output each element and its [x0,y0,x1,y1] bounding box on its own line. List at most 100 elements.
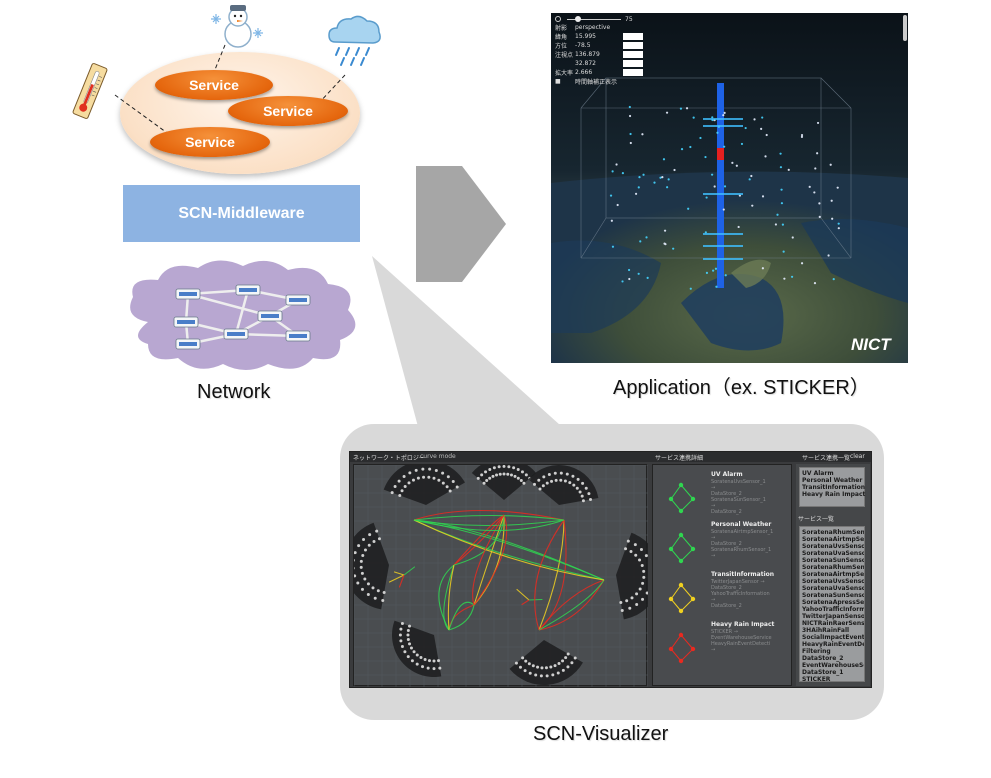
chain-graph-icon [668,482,696,514]
nict-logo-text: NICT [851,335,891,354]
service-link-curve [473,514,508,606]
chain-detail-title: Personal Weather [711,521,772,528]
service-list-item[interactable]: Filtering [802,648,831,655]
chain-detail-title: Heavy Rain Impact [711,621,775,628]
control-value: 32.872 [575,60,596,67]
service-link-curve [448,604,475,631]
service-link-curve [453,514,505,566]
chain-detail-title: TransitInformation [711,571,775,578]
chain-detail-line: HeavyRainEventDetecti [711,641,771,647]
mode-label[interactable]: curve mode [420,453,456,460]
chain-detail-line: YahooTrafficInformation [711,591,770,597]
chain-detail-line: DataStore_2 [711,603,742,609]
service-list-item[interactable]: SoratenaRhumSensor [802,529,865,536]
service-list-item[interactable]: DataStore_1 [802,669,844,676]
network-switch-icon [223,328,249,340]
chain-detail-line: DataStore_2 [711,585,742,591]
chain-list-item[interactable]: UV Alarm [802,470,834,477]
service-list-item[interactable]: SoratenaApressSensor [802,599,865,606]
control-input-box[interactable] [623,60,643,67]
control-input-box[interactable] [623,69,643,76]
control-label: 注視点 [555,52,574,59]
thermometer-icon [72,63,108,119]
visualizer-label: SCN-Visualizer [533,723,669,745]
chain-detail-line: TwitterJapanSensor → [711,579,765,585]
service-list-item[interactable]: STICKER [802,676,831,682]
service-list-item[interactable]: 3HAihRainFall [802,627,850,634]
service-list-item[interactable]: SoratenaSunSensor [802,557,865,564]
service-list-item[interactable]: SoratenaUvaSensor [802,585,865,592]
chain-list-item[interactable]: TransitInformation [802,484,866,491]
service-link-curve [516,588,530,601]
service-link-curve [413,519,605,581]
service-list-item[interactable]: SoratenaUvsSensor [802,578,865,585]
chain-detail-line: → [711,553,716,559]
service-list-item[interactable]: SoratenaRhumSensor [802,564,865,571]
service-link-curve [538,519,565,631]
network-label: Network [197,381,271,403]
middleware-label: SCN-Middleware [178,204,305,222]
network-switch-icon [257,310,283,322]
topology-title: ネットワーク・トポロジー [353,455,425,462]
service-list-item[interactable]: SocialImpactEventDetection [802,634,865,641]
control-value: 15.995 [575,33,596,40]
service-list-item[interactable]: NICTRainRaerSensor [802,620,865,627]
clear-button[interactable]: clear [850,453,865,460]
service-list-item[interactable]: SoratenaAirtmpSensor [802,536,865,543]
service-link-curve [388,574,405,583]
service-list-item[interactable]: SoratenaUvsSensor [802,543,865,550]
flow-arrow [416,166,506,282]
control-value: 136.879 [575,51,600,58]
service-list-item[interactable]: SoratenaSunSensor [802,592,865,599]
service-link-curve [534,519,565,631]
service-list-item[interactable]: HeavyRainEventDetection [802,641,864,648]
service-link-curve [413,519,565,531]
network-switches [173,284,311,350]
chain-detail-line: SoratenaRhumSensor_1 [711,547,772,553]
time-slider[interactable] [567,15,621,22]
earth-globe-view [551,13,908,363]
chain-list-item[interactable]: Personal Weather [802,477,863,484]
service-list-item[interactable]: DataStore_2 [802,655,844,662]
network-switch-icon [175,338,201,350]
control-label: 拡大率 [555,70,574,77]
service-link-curve [453,514,505,566]
service-node-top: Service [155,70,273,100]
service-list-item[interactable]: YahooTrafficInformation [802,606,865,613]
service-list-item[interactable]: SoratenaAirtmpSensor [802,571,865,578]
service-link-curve [443,564,455,631]
service-list-title: サービス一覧 [798,516,835,523]
control-value: 2.666 [575,69,593,76]
service-link-curve [393,571,405,576]
control-row: ■時間軸補正表示 [555,77,675,86]
chain-detail-line: DataStore_2 [711,509,742,515]
chain-graph-icon [668,582,696,614]
service-list[interactable]: SoratenaRhumSensorSoratenaAirtmpSensorSo… [799,526,865,682]
network-switch-icon [235,284,261,296]
control-label: 方位 [555,43,568,50]
service-link-curve [413,510,565,521]
topology-panel[interactable] [344,458,661,687]
node-cluster [509,640,583,685]
reset-icon[interactable] [555,16,561,22]
service-list-item[interactable]: TwitterJapanSensor [802,613,865,620]
chain-detail-line: DataStore_2 [711,491,742,497]
control-row: 32.872 [555,59,675,68]
control-input-box[interactable] [623,33,643,40]
service-list-item[interactable]: EventWarehouseService [802,662,864,669]
control-input-box[interactable] [623,51,643,58]
service-list-item[interactable]: SoratenaUvaSensor [802,550,865,557]
control-input-box[interactable] [623,42,643,49]
scn-visualizer-screenshot: ネットワーク・トポロジー curve mode サービス連携詳細 サービス連携一… [344,451,872,688]
service-node-right: Service [228,96,348,126]
chain-detail-line: → [711,647,716,653]
chain-list-item[interactable]: Heavy Rain Impact [802,491,866,498]
service-link-curve [403,566,416,576]
